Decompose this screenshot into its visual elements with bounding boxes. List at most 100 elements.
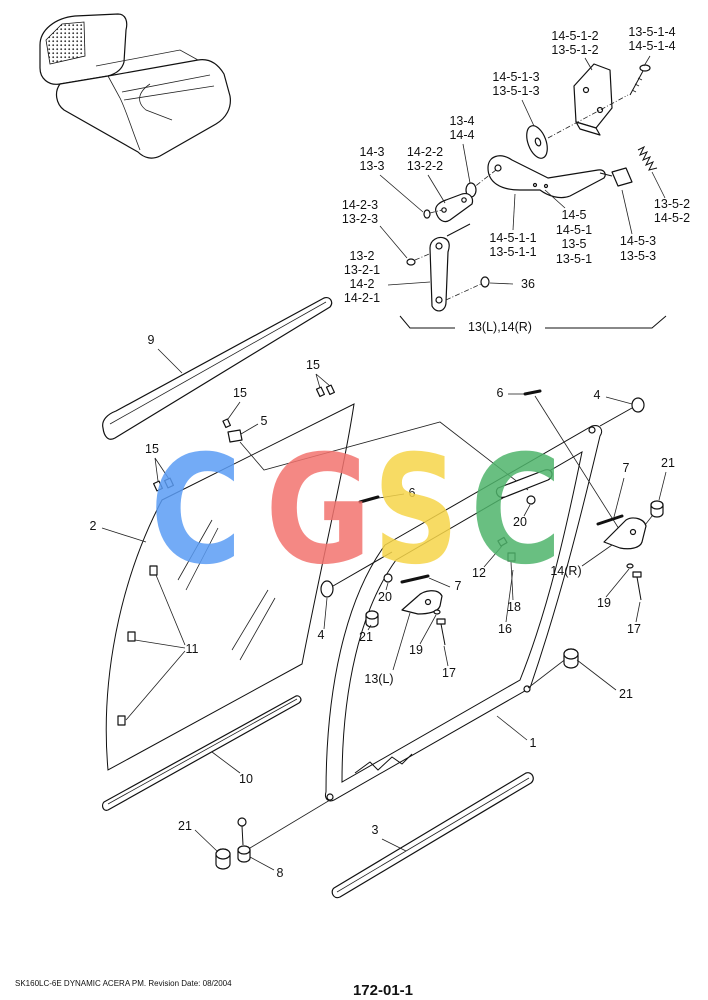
watermark-logo: C G S C	[150, 424, 562, 598]
callout-lever-assembly-1: 14-5	[561, 208, 586, 222]
callout-7-left: 7	[455, 579, 462, 593]
callout-washer-1: 13-4	[449, 114, 474, 128]
callout-spring-2: 14-5-2	[654, 211, 690, 225]
callout-17-left: 17	[442, 666, 456, 680]
callout-disc-1: 14-5-1-3	[492, 70, 539, 84]
callout-6-right: 6	[497, 386, 504, 400]
callout-washer-2: 14-4	[449, 128, 474, 142]
bushing-21-middle	[365, 610, 379, 628]
plate-bracket	[573, 63, 613, 136]
callout-lever-assembly-2: 14-5-1	[556, 223, 592, 237]
callout-5: 5	[261, 414, 268, 428]
callout-3: 3	[372, 823, 379, 837]
callout-8: 8	[277, 866, 284, 880]
watermark-letter-4: C	[470, 424, 562, 598]
callout-4-right: 4	[594, 388, 601, 402]
callout-21-lower-left: 21	[178, 819, 192, 833]
bushing-21-lower-left	[215, 848, 231, 870]
spring	[637, 145, 658, 171]
window-glass	[105, 403, 529, 771]
callout-19-right: 19	[597, 596, 611, 610]
callout-knob-1: 14-5-3	[620, 234, 656, 248]
main-callouts: 9 15 15 5 6 4 15 6 7 21 2 20 14(R) 12 7 …	[90, 333, 675, 880]
callout-20-left: 20	[378, 590, 392, 604]
callout-15-top: 15	[306, 358, 320, 372]
callout-12: 12	[472, 566, 486, 580]
knob	[611, 167, 633, 187]
callout-21-middle: 21	[359, 630, 373, 644]
lever-arm	[487, 155, 613, 199]
link-plate	[435, 193, 474, 223]
callout-9: 9	[148, 333, 155, 347]
glass-clips	[117, 384, 336, 726]
disc	[526, 125, 548, 159]
callout-lever-arm-1: 14-5-1-1	[489, 231, 536, 245]
bushing-21-lower-right	[563, 648, 579, 669]
callout-7-right: 7	[623, 461, 630, 475]
clip	[406, 258, 416, 266]
pin-8	[237, 817, 251, 863]
footer-note: SK160LC-6E DYNAMIC ACERA PM. Revision Da…	[15, 979, 232, 988]
callout-lever-2: 13-2-1	[344, 263, 380, 277]
callout-4-left: 4	[318, 628, 325, 642]
callout-lever-3: 14-2	[349, 277, 374, 291]
callout-21-upper-right: 21	[661, 456, 675, 470]
callout-lever-assembly-4: 13-5-1	[556, 252, 592, 266]
handle-slot	[495, 469, 553, 498]
part-20-left	[383, 573, 393, 583]
washer-36	[480, 276, 490, 288]
callout-20-right: 20	[513, 515, 527, 529]
callout-1: 1	[530, 736, 537, 750]
callout-link-plate-2: 13-2-2	[407, 159, 443, 173]
callout-plate-bracket-1: 14-5-1-2	[551, 29, 598, 43]
callout-clip-2: 13-2-3	[342, 212, 378, 226]
seat-illustration	[39, 13, 231, 159]
callout-18: 18	[507, 600, 521, 614]
seat-highlighted-area	[45, 21, 86, 65]
callout-21-lower-right: 21	[619, 687, 633, 701]
callout-pin-2: 13-3	[359, 159, 384, 173]
callout-spring-1: 13-5-2	[654, 197, 690, 211]
callout-disc-2: 13-5-1-3	[492, 84, 539, 98]
screw	[629, 64, 651, 96]
part-12	[497, 536, 508, 547]
callout-link-plate-1: 14-2-2	[407, 145, 443, 159]
bushing-21-upper-right	[650, 500, 664, 518]
lower-strip	[102, 695, 302, 811]
pin-6-right	[523, 389, 627, 541]
watermark-letter-2: G	[265, 424, 372, 598]
assembly-bracket	[399, 315, 667, 329]
callout-11: 11	[186, 642, 199, 656]
callout-15-left: 15	[145, 442, 159, 456]
callout-washer-36: 36	[521, 277, 535, 291]
watermark-letter-3: S	[373, 424, 459, 598]
top-callouts: 14-5-1-2 13-5-1-2 13-5-1-4 14-5-1-4 14-5…	[342, 25, 690, 334]
callout-lever-arm-2: 13-5-1-1	[489, 245, 536, 259]
callout-19-left: 19	[409, 643, 423, 657]
pin-6-left	[358, 495, 380, 504]
upper-rail	[102, 297, 333, 440]
callout-lever-assembly-3: 13-5	[561, 237, 586, 251]
handle-4-right	[599, 397, 645, 427]
callout-screw-2: 14-5-1-4	[628, 39, 675, 53]
latch-right	[596, 514, 647, 601]
lever	[429, 236, 450, 312]
callout-plate-bracket-2: 13-5-1-2	[551, 43, 598, 57]
callout-6-left: 6	[409, 486, 416, 500]
callout-screw-1: 13-5-1-4	[628, 25, 675, 39]
callout-clip-1: 14-2-3	[342, 198, 378, 212]
handle-4-left	[320, 551, 393, 598]
latch-left	[400, 574, 446, 646]
callout-assembly: 13(L),14(R)	[468, 320, 532, 334]
callout-10: 10	[239, 772, 253, 786]
callout-17-right: 17	[627, 622, 641, 636]
page-number: 172-01-1	[353, 982, 413, 999]
callout-15-middle: 15	[233, 386, 247, 400]
callout-14r: 14(R)	[550, 564, 581, 578]
leader-lines	[101, 55, 667, 871]
callout-2: 2	[90, 519, 97, 533]
callout-pin-1: 14-3	[359, 145, 384, 159]
callout-lever-1: 13-2	[349, 249, 374, 263]
latch-mechanism	[399, 63, 667, 329]
